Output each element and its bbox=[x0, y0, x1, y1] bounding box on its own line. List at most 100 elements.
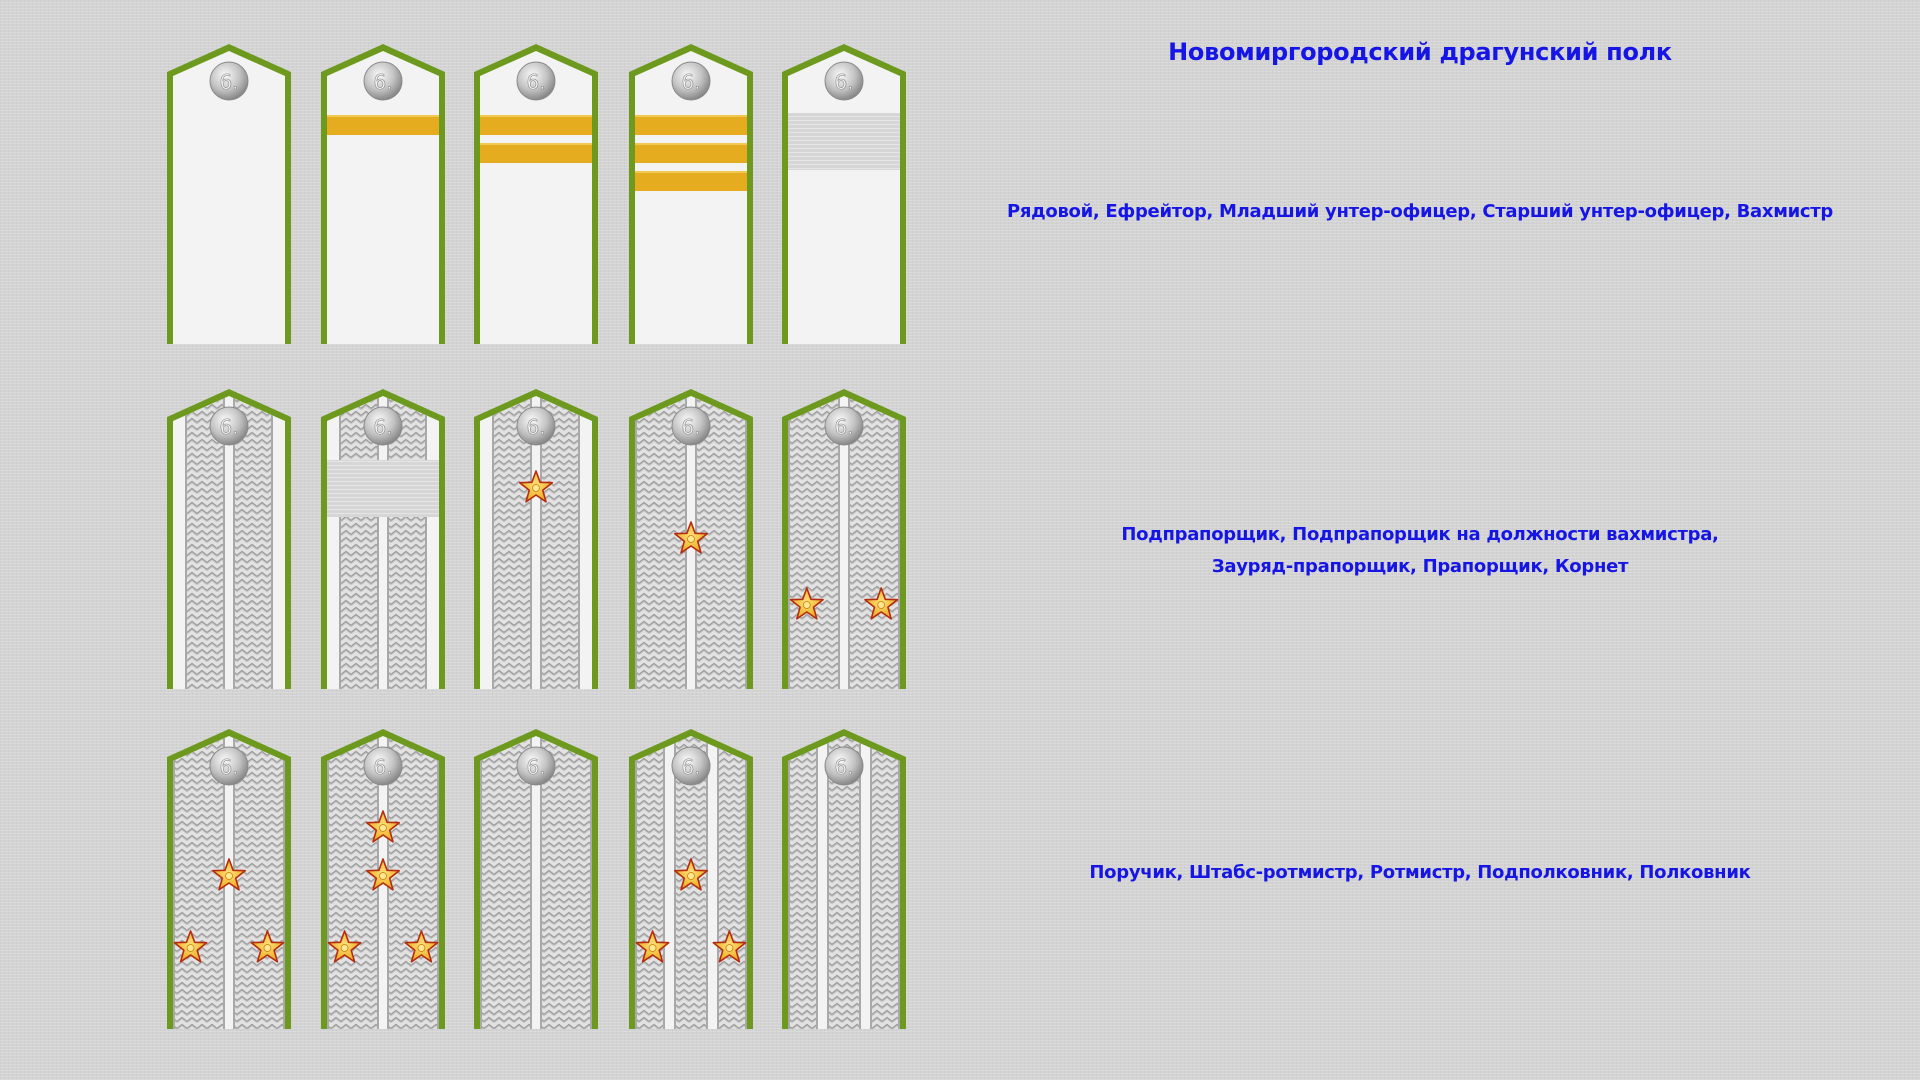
row-2-caption-line-2: Зауряд-прапорщик, Прапорщик, Корнет bbox=[1211, 556, 1629, 577]
button-icon bbox=[824, 406, 864, 446]
star-center bbox=[263, 944, 272, 952]
lace-edge bbox=[173, 736, 175, 1029]
button-number: 6. bbox=[219, 755, 238, 779]
gold-stripe-highlight bbox=[480, 115, 592, 117]
star-center bbox=[186, 944, 195, 952]
lace-edge bbox=[578, 396, 580, 689]
board-content bbox=[327, 115, 439, 135]
star-center bbox=[687, 872, 695, 880]
shoulder-board-r2-c4: 6. bbox=[629, 389, 753, 689]
lace-panel bbox=[788, 736, 818, 1029]
button-number: 6. bbox=[834, 755, 853, 779]
button-number: 6. bbox=[834, 70, 853, 94]
button-icon bbox=[209, 746, 249, 786]
lace-panel bbox=[695, 396, 747, 689]
button-icon bbox=[671, 61, 711, 101]
lace-panel bbox=[480, 736, 532, 1029]
board-content bbox=[635, 115, 747, 191]
gold-stripe-highlight bbox=[635, 115, 747, 117]
gold-stripe-highlight bbox=[480, 143, 592, 145]
shoulder-board-r2-c2: 6. bbox=[321, 389, 445, 689]
button-icon bbox=[671, 406, 711, 446]
button-number: 6. bbox=[526, 415, 545, 439]
lace-edge bbox=[898, 736, 900, 1029]
button-number: 6. bbox=[373, 70, 392, 94]
shoulder-board-r3-c2: 6. bbox=[321, 729, 445, 1029]
star-center bbox=[379, 872, 387, 880]
lace-edge bbox=[185, 396, 187, 689]
star-center bbox=[225, 872, 233, 880]
gold-stripe bbox=[327, 115, 439, 135]
button-icon bbox=[824, 746, 864, 786]
button-icon bbox=[516, 746, 556, 786]
lace-panel bbox=[387, 396, 427, 689]
button-icon bbox=[363, 61, 403, 101]
shoulder-board-r2-c1: 6. bbox=[167, 389, 291, 689]
gold-stripe bbox=[635, 171, 747, 191]
lace-edge bbox=[530, 736, 532, 1029]
shoulder-board-r3-c1: 6. bbox=[167, 729, 291, 1029]
lace-edge bbox=[540, 736, 542, 1029]
lace-edge bbox=[816, 736, 818, 1029]
lace-panel bbox=[492, 396, 532, 689]
button-number: 6. bbox=[219, 70, 238, 94]
lace-edge bbox=[233, 396, 235, 689]
silver-band bbox=[327, 460, 439, 517]
lace-edge bbox=[425, 396, 427, 689]
lace-edge bbox=[223, 396, 225, 689]
lace-edge bbox=[788, 396, 790, 689]
lace-panel bbox=[540, 736, 592, 1029]
lace-edge bbox=[635, 736, 637, 1029]
board-content bbox=[480, 115, 592, 163]
shoulder-boards-diagram: 6.6.6.6.6.6.6.6.6.6.6.6.6.6.6. bbox=[167, 44, 906, 1029]
gold-stripe-highlight bbox=[327, 115, 439, 117]
regiment-title: Новомиргородский драгунский полк bbox=[1168, 38, 1672, 66]
lace-edge bbox=[530, 396, 532, 689]
button-number: 6. bbox=[681, 415, 700, 439]
star-center bbox=[532, 484, 540, 492]
button-number: 6. bbox=[219, 415, 238, 439]
gold-stripe-highlight bbox=[635, 171, 747, 173]
lace-panel bbox=[233, 396, 273, 689]
gold-stripe bbox=[480, 143, 592, 163]
lace-edge bbox=[827, 736, 829, 1029]
star-center bbox=[725, 944, 734, 952]
lace-edge bbox=[745, 396, 747, 689]
star-center bbox=[802, 601, 811, 609]
row-1-caption-line-1: Рядовой, Ефрейтор, Младший унтер-офицер,… bbox=[1006, 201, 1834, 222]
lace-panel bbox=[233, 736, 285, 1029]
row-2-rank-names: Подпрапорщик, Подпрапорщик на должности … bbox=[960, 519, 1880, 583]
lace-panel bbox=[339, 396, 379, 689]
lace-edge bbox=[674, 736, 676, 1029]
button-icon bbox=[824, 61, 864, 101]
shoulder-board-r1-c1: 6. bbox=[167, 44, 291, 344]
button-icon bbox=[363, 406, 403, 446]
shoulder-board-r1-c3: 6. bbox=[474, 44, 598, 344]
shoulder-board-r1-c4: 6. bbox=[629, 44, 753, 344]
board-content bbox=[788, 736, 900, 1029]
star-center bbox=[417, 944, 426, 952]
lace-edge bbox=[437, 736, 439, 1029]
lace-panel bbox=[848, 396, 900, 689]
shoulder-board-r1-c5: 6. bbox=[782, 44, 906, 344]
lace-panel bbox=[788, 396, 840, 689]
lace-edge bbox=[663, 736, 665, 1029]
lace-panel bbox=[717, 736, 747, 1029]
lace-panel bbox=[327, 736, 379, 1029]
button-number: 6. bbox=[681, 70, 700, 94]
gold-stripe bbox=[480, 115, 592, 135]
lace-edge bbox=[540, 396, 542, 689]
board-content bbox=[327, 396, 439, 689]
board-cloth bbox=[173, 51, 285, 344]
star-center bbox=[687, 535, 695, 543]
lace-edge bbox=[271, 396, 273, 689]
lace-edge bbox=[838, 396, 840, 689]
lace-edge bbox=[635, 396, 637, 689]
star-center bbox=[648, 944, 657, 952]
lace-edge bbox=[339, 396, 341, 689]
shoulder-board-r3-c4: 6. bbox=[629, 729, 753, 1029]
lace-edge bbox=[859, 736, 861, 1029]
silver-band bbox=[788, 113, 900, 170]
lace-edge bbox=[283, 736, 285, 1029]
lace-panel bbox=[870, 736, 900, 1029]
